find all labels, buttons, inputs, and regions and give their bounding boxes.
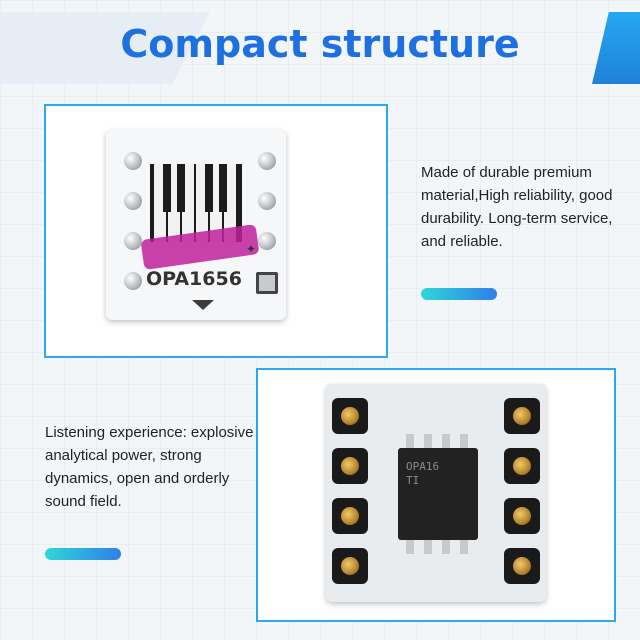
piano-key [224, 164, 236, 242]
piano-keys-graphic [150, 164, 242, 242]
ic-marking-line-1: OPA16 [406, 460, 440, 473]
solder-pad [124, 232, 142, 250]
feature-text-listening: Listening experience: explosive analytic… [45, 424, 254, 510]
ic-leg [424, 540, 432, 554]
dip-socket-board: OPA16 TI [326, 384, 546, 602]
solder-pad [124, 272, 142, 290]
ic-leg [460, 540, 468, 554]
solder-pad [258, 152, 276, 170]
solder-pad [258, 232, 276, 250]
piano-key-black [177, 164, 185, 212]
socket-pin [332, 498, 368, 534]
socket-pin [332, 448, 368, 484]
solder-pad [124, 192, 142, 210]
socket-pin [504, 398, 540, 434]
product-photo-frame-1: ✦ OPA1656 [44, 104, 388, 358]
ic-leg [424, 434, 432, 448]
feature-text-durability: Made of durable premium material,High re… [421, 164, 613, 250]
square-pad [256, 272, 278, 294]
ic-leg [406, 540, 414, 554]
ic-leg [442, 434, 450, 448]
solder-pad [258, 192, 276, 210]
title-banner: Compact structure [0, 12, 640, 84]
solder-pad [124, 152, 142, 170]
ic-leg [406, 434, 414, 448]
sparkle-icon: ✦ [246, 242, 257, 256]
opamp-ic-chip: OPA16 TI [398, 448, 478, 540]
piano-key [182, 164, 194, 242]
accent-pill [45, 548, 121, 560]
ic-leg [460, 434, 468, 448]
piano-key-black [205, 164, 213, 212]
ic-leg [442, 540, 450, 554]
accent-pill [421, 288, 497, 300]
socket-pin [332, 548, 368, 584]
socket-pin [504, 548, 540, 584]
page-title: Compact structure [120, 22, 520, 66]
socket-pin [504, 448, 540, 484]
down-arrow-marker [192, 300, 214, 310]
product-photo-frame-2: OPA16 TI [256, 368, 616, 622]
adapter-board: ✦ OPA1656 [106, 130, 286, 320]
piano-key-black [219, 164, 227, 212]
socket-pin [332, 398, 368, 434]
ic-marking-line-2: TI [406, 474, 420, 487]
socket-pin [504, 498, 540, 534]
title-left-shape [0, 12, 210, 84]
piano-key-black [163, 164, 171, 212]
ic-marking: OPA16 TI [406, 460, 439, 488]
chip-label: OPA1656 [146, 268, 242, 290]
